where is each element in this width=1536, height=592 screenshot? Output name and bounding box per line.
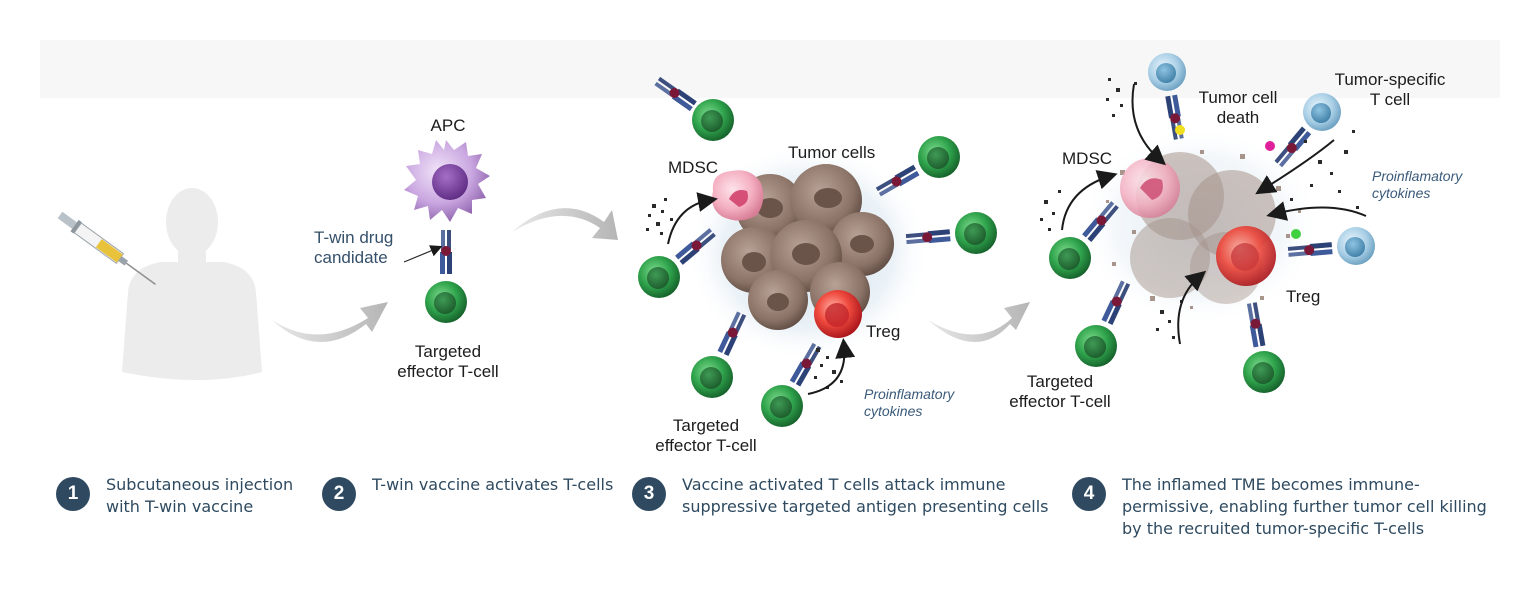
t-cell-icon bbox=[761, 385, 803, 427]
targeted-effector-label: Targeted effector T-cell bbox=[1009, 372, 1111, 411]
t-cell-icon bbox=[1075, 325, 1117, 367]
tumor-specific-t-cell-label: Tumor-specific T cell bbox=[1334, 70, 1446, 109]
arrow-icon bbox=[807, 338, 856, 395]
t-cell-icon bbox=[1049, 237, 1091, 279]
t-cell-icon bbox=[1243, 351, 1285, 393]
step-3: 3 Vaccine activated T cells attack immun… bbox=[632, 474, 1049, 518]
antigen-marker bbox=[1265, 141, 1275, 151]
arrow-icon bbox=[1131, 83, 1166, 166]
mdsc-cell-icon bbox=[1120, 158, 1180, 218]
mdsc-label: MDSC bbox=[668, 158, 719, 177]
t-cell-icon bbox=[1337, 227, 1375, 265]
arrow-icon bbox=[667, 192, 718, 245]
antigen-marker bbox=[1291, 229, 1301, 239]
treg-cell-icon bbox=[1216, 226, 1276, 286]
step-1: 1 Subcutaneous injection with T-win vacc… bbox=[56, 474, 293, 518]
t-cell-icon bbox=[918, 136, 960, 178]
arrow-icon bbox=[1061, 170, 1118, 231]
treg-label: Treg bbox=[866, 322, 901, 341]
arrow-icon bbox=[1266, 201, 1367, 221]
syringe-icon bbox=[57, 211, 156, 285]
t-cell-icon bbox=[638, 256, 680, 298]
treg-cell-icon bbox=[814, 290, 862, 338]
t-cell-icon bbox=[1148, 53, 1186, 91]
step-text: T-win vaccine activates T-cells bbox=[372, 475, 614, 494]
t-cell-icon bbox=[692, 99, 734, 141]
tumor-cluster-icon bbox=[721, 164, 894, 330]
targeted-effector-label: Targeted effector T-cell bbox=[655, 416, 757, 455]
tumor-cells-label: Tumor cells bbox=[788, 143, 876, 162]
arrow-icon bbox=[512, 208, 618, 240]
step-text: The inflamed TME becomes immune- permiss… bbox=[1122, 475, 1487, 538]
pointer-arrow bbox=[403, 245, 443, 263]
apc-label: APC bbox=[430, 116, 466, 135]
proinflammatory-cytokines-label: Proinflamatory cytokines bbox=[864, 386, 955, 419]
antibody-icon bbox=[440, 230, 452, 274]
background-band bbox=[40, 40, 1500, 98]
arrow-icon bbox=[1177, 270, 1207, 345]
arrow-icon bbox=[272, 302, 388, 343]
step-number-badge: 2 bbox=[322, 477, 356, 511]
mdsc-label: MDSC bbox=[1062, 149, 1113, 168]
step-text: Vaccine activated T cells attack immune … bbox=[682, 475, 1049, 516]
step-text: Subcutaneous injection with T-win vaccin… bbox=[106, 475, 294, 516]
step-4: 4 The inflamed TME becomes immune- permi… bbox=[1072, 474, 1487, 540]
human-silhouette-icon bbox=[122, 188, 262, 380]
step-number-badge: 1 bbox=[56, 477, 90, 511]
t-cell-icon bbox=[691, 356, 733, 398]
proinflammatory-cytokines-label: Proinflamatory cytokines bbox=[1372, 168, 1463, 201]
step-number-badge: 3 bbox=[632, 477, 666, 511]
mdsc-cell-icon bbox=[712, 170, 764, 221]
apc-cell-icon bbox=[404, 140, 490, 222]
twin-drug-label: T-win drug candidate bbox=[314, 228, 394, 267]
antigen-marker bbox=[1175, 125, 1185, 135]
treg-label: Treg bbox=[1286, 287, 1321, 306]
arrow-icon bbox=[1255, 139, 1335, 195]
t-cell-icon bbox=[425, 281, 467, 323]
targeted-effector-label: Targeted effector T-cell bbox=[397, 342, 499, 381]
t-cell-icon bbox=[955, 212, 997, 254]
tumor-cell-death-label: Tumor cell death bbox=[1198, 88, 1278, 127]
step-number-badge: 4 bbox=[1072, 477, 1106, 511]
arrow-icon bbox=[928, 302, 1030, 343]
step-2: 2 T-win vaccine activates T-cells bbox=[322, 474, 613, 511]
